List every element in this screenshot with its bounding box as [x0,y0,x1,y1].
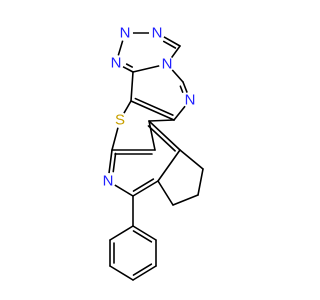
bond-Ph4-Ph5 [109,265,134,281]
bond-N8-N1 [117,38,124,58]
atom-label-layer: N N N N N S N [100,25,198,190]
bond-C9b-C9a [148,120,156,151]
bond-C5-N6-second-line [179,85,184,93]
bond-C9-S [122,100,132,115]
bond-N6-C6a [173,104,187,121]
bond-C16-C12a [157,180,174,206]
bond-N2-C3 [162,35,181,47]
atom-label-n: N [185,92,196,109]
atom-n-pyridine: N [100,173,116,190]
bond-C6a-C9 [130,100,175,121]
bond-C12a-C12-second-line [132,178,155,192]
bond-C14-C15 [197,168,204,196]
atom-n-triazole-top-left: N [117,25,133,42]
atom-label-n: N [111,55,122,72]
atom-label-n: N [120,25,131,42]
bond-C5-N6 [182,81,189,95]
bond-C13-C14 [179,149,204,170]
bond-N11-C10a-second-line [112,152,117,173]
bond-C8a-N8-second-line [125,63,134,68]
atom-label-n: N [162,56,173,73]
atom-label-n: N [152,25,163,42]
bond-C9a-C6a [148,119,175,122]
bond-Ph3-Ph4 [132,265,157,281]
bond-C12a-C12 [132,180,159,197]
bond-C15-C16 [172,194,199,206]
atom-n-pyrimidine: N [182,92,198,109]
bond-Ph1-Ph2-second-line [132,230,153,243]
bond-C8a-N8 [121,65,134,73]
bond-C9-C8a [130,71,134,102]
bond-S-C10a [111,125,119,151]
atom-label-s: S [115,112,125,129]
bond-N11-C10a [108,149,113,175]
bond-C9a-C13 [148,120,181,151]
bond-layer [108,32,204,281]
bond-N4-C8a [132,64,161,73]
bond-C12-N11 [113,183,134,197]
atom-label-n: N [103,173,114,190]
bond-Ph1-Ph2 [132,225,157,241]
bond-N4-C5 [170,68,184,83]
bond-C6a-C9-second-line [134,97,174,116]
atom-s-thiophene: S [112,112,128,129]
molecule-structure-diagram: N N N N N S N [100,24,204,281]
bond-Ph3-Ph4-second-line [132,263,153,276]
bond-C9a-C13-second-line [147,125,176,152]
bond-C3-N4 [170,45,181,60]
atom-n-triazole-bridge: N [159,56,175,73]
atom-n-triazole-top-right: N [149,25,165,42]
atom-n-triazole-left: N [108,55,124,72]
bond-C13-C12a [157,149,181,182]
bond-N2-C3-second-line [162,40,177,49]
bond-Ph6-Ph1 [109,225,134,241]
